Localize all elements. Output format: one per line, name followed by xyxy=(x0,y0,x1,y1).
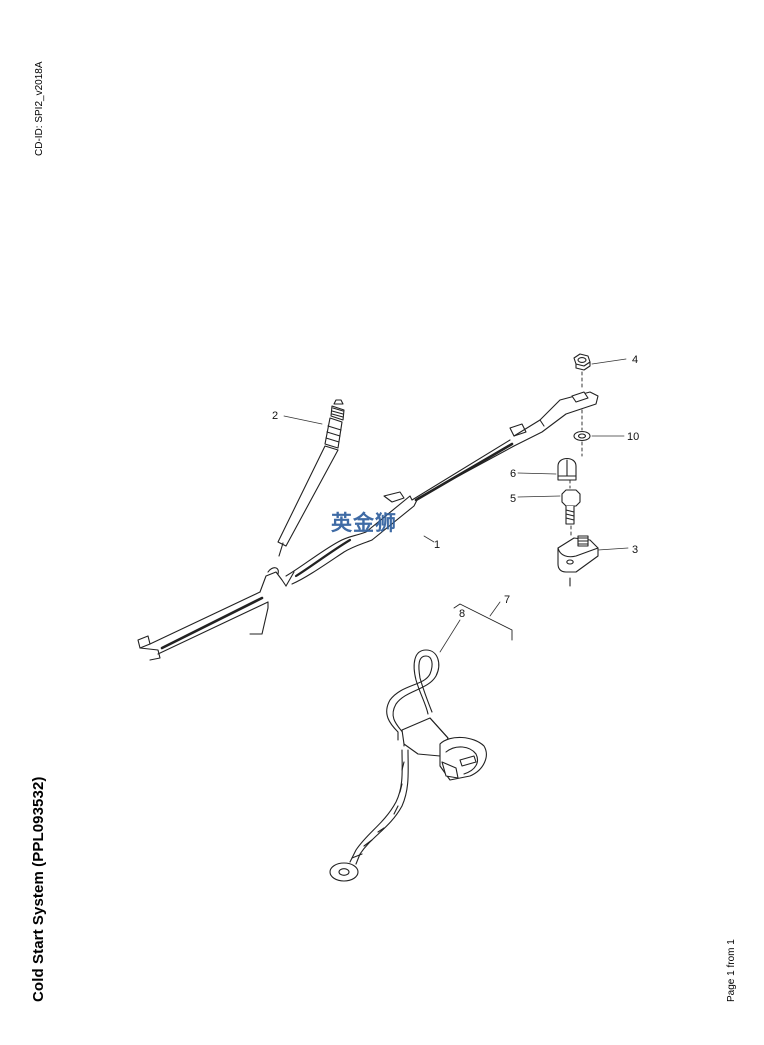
cable-part-8 xyxy=(329,649,487,882)
callout-7: 7 xyxy=(504,594,510,606)
washer-part-10 xyxy=(573,430,591,442)
callout-4: 4 xyxy=(632,354,638,366)
callout-2: 2 xyxy=(272,410,278,422)
bolt-part-5 xyxy=(561,489,581,525)
callout-5: 5 xyxy=(510,493,516,505)
watermark-logo: 英金狮 xyxy=(331,511,397,535)
main-harness-bar xyxy=(285,391,599,585)
callout-3: 3 xyxy=(632,544,638,556)
base-bracket-part-3 xyxy=(557,535,599,587)
callout-1: 1 xyxy=(434,539,440,551)
left-harness-bar xyxy=(137,567,295,661)
callouts: 1 2 3 4 5 6 7 8 10 xyxy=(272,354,639,620)
cap-nut-part-6 xyxy=(557,457,577,481)
callout-8: 8 xyxy=(459,608,465,620)
callout-10: 10 xyxy=(627,431,639,443)
callout-6: 6 xyxy=(510,468,516,480)
nut-part-4 xyxy=(573,353,591,371)
glow-plug xyxy=(277,399,345,557)
